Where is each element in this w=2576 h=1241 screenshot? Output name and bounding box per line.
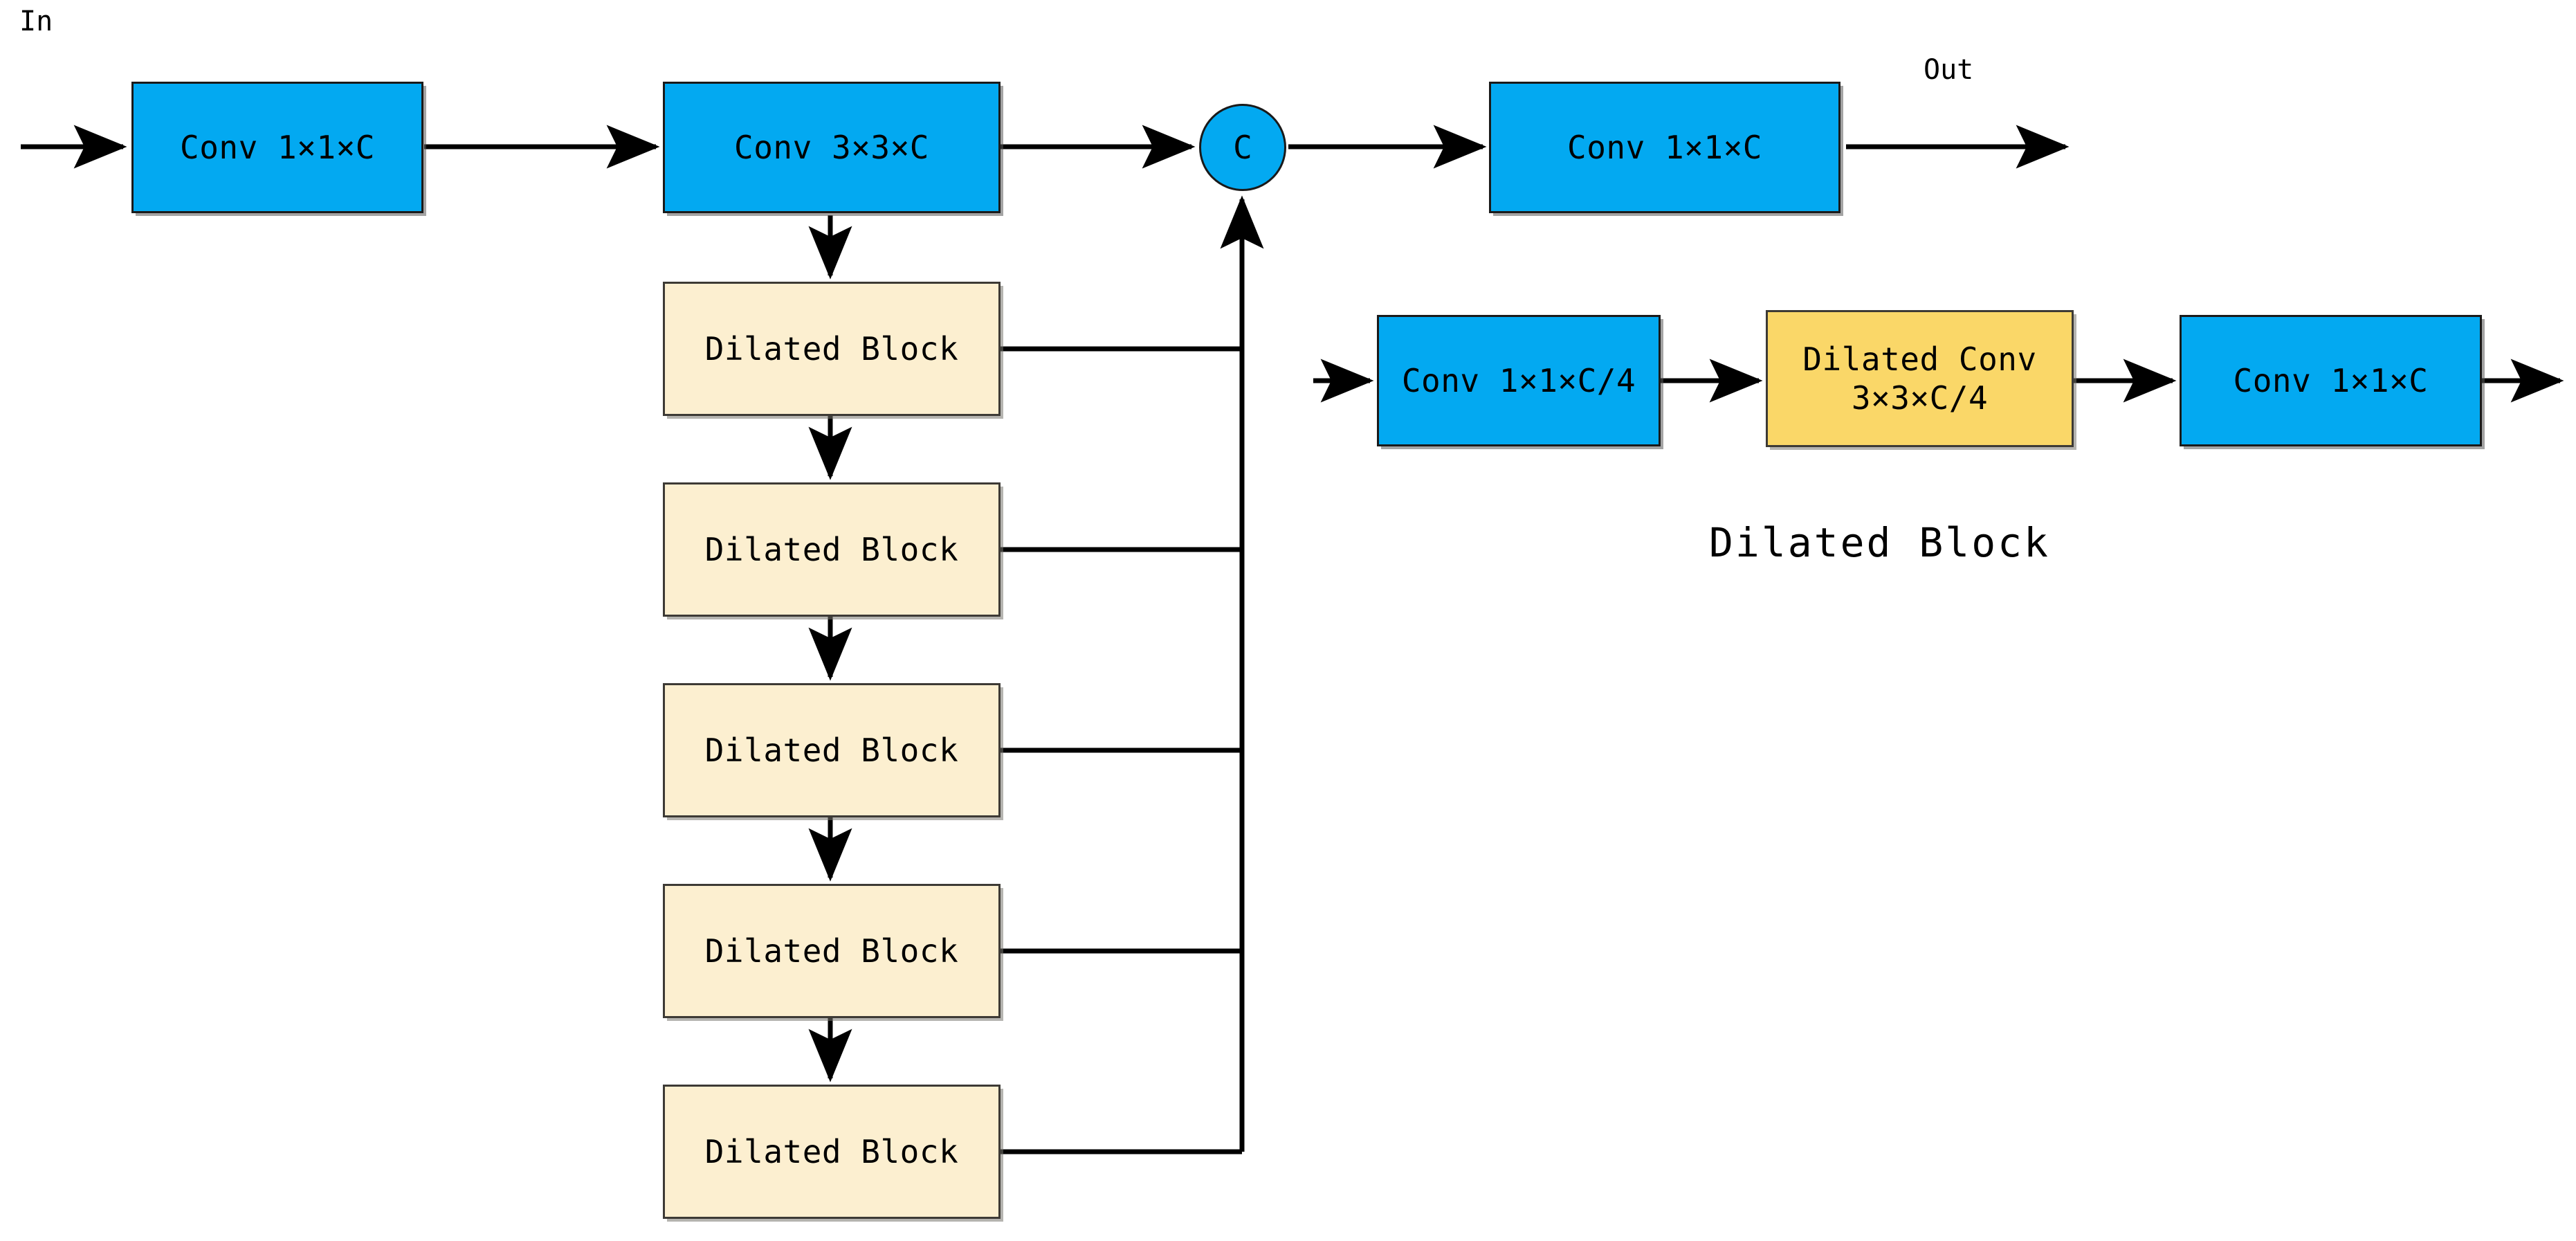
- node-dilated-block-4[interactable]: Dilated Block: [663, 884, 1001, 1018]
- node-dilated-block-3[interactable]: Dilated Block: [663, 683, 1001, 817]
- node-conv-out[interactable]: Conv 1×1×C: [1489, 82, 1840, 213]
- node-conv-in[interactable]: Conv 1×1×C: [131, 82, 423, 213]
- node-detail-expand-conv[interactable]: Conv 1×1×C: [2180, 315, 2482, 446]
- dilated-block-caption: Dilated Block: [1709, 519, 2050, 566]
- node-dilated-block-5[interactable]: Dilated Block: [663, 1085, 1001, 1219]
- node-dilated-block-1[interactable]: Dilated Block: [663, 282, 1001, 416]
- input-label: In: [19, 6, 53, 37]
- node-dilated-block-2[interactable]: Dilated Block: [663, 482, 1001, 617]
- node-conv-3x3[interactable]: Conv 3×3×C: [663, 82, 1001, 213]
- node-detail-reduce-conv[interactable]: Conv 1×1×C/4: [1377, 315, 1661, 446]
- output-label: Out: [1924, 54, 1974, 86]
- node-concat-operator[interactable]: C: [1199, 104, 1286, 191]
- node-detail-dilated-conv[interactable]: Dilated Conv 3×3×C/4: [1766, 310, 2074, 447]
